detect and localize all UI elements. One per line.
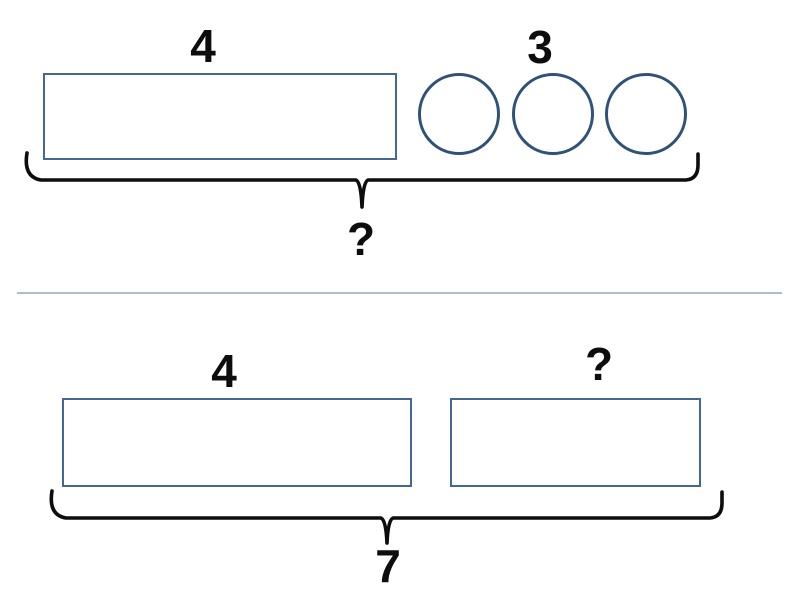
- top-sum-brace: [24, 151, 700, 209]
- counter-circle-1: [418, 73, 500, 155]
- counter-circle-3: [605, 73, 687, 155]
- counter-circle-2: [512, 73, 594, 155]
- section-divider: [17, 292, 782, 294]
- bottom-bar1-rect: [62, 398, 412, 487]
- bottom-bar1-value-label: 4: [211, 345, 237, 397]
- bottom-whole-value-label: 7: [375, 540, 401, 592]
- top-circles-value-label: 3: [527, 21, 553, 73]
- top-whole-value-label: ?: [346, 213, 376, 265]
- bottom-sum-brace: [49, 489, 724, 545]
- bottom-bar2-rect: [450, 398, 701, 487]
- top-bar-rect: [43, 73, 397, 160]
- top-bar-value-label: 4: [190, 20, 216, 72]
- bottom-bar2-value-label: ?: [584, 338, 614, 390]
